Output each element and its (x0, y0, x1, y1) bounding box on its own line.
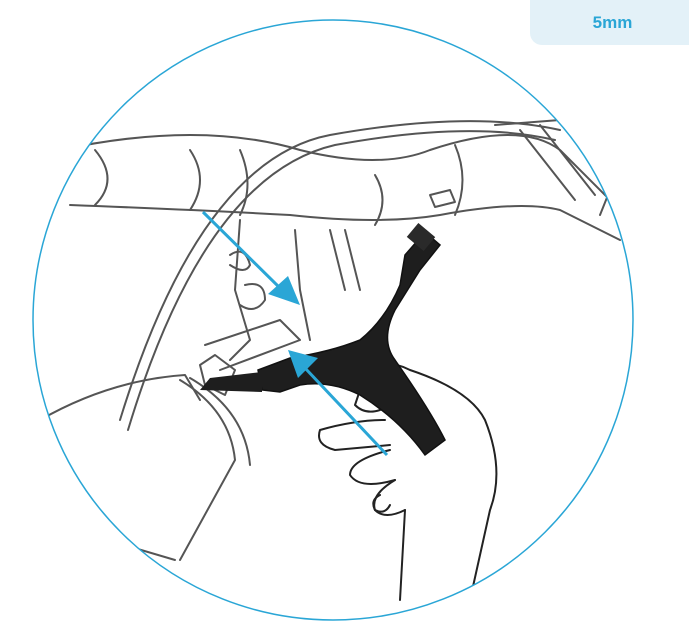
frame-circle (33, 20, 633, 620)
head-tube (40, 320, 300, 560)
direction-arrow-1 (203, 212, 300, 305)
handlebar-illustration (60, 120, 640, 240)
stem-clamp (230, 220, 360, 360)
